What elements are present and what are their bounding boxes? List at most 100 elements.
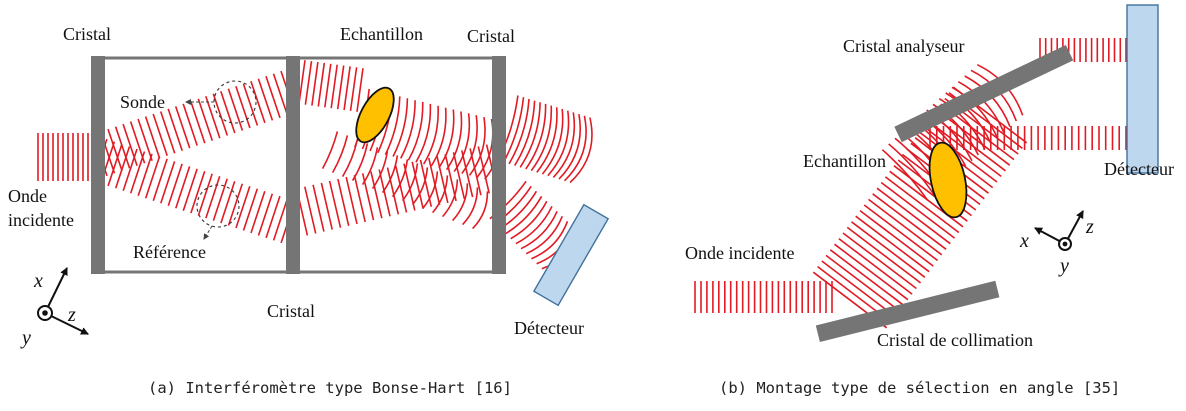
wavefront-line: [174, 106, 191, 149]
axis-y-dot-a: [42, 310, 48, 316]
wavefront-line: [541, 108, 564, 175]
wavefront-line: [884, 176, 960, 234]
probe-circle: [213, 80, 257, 124]
wavefront-line: [431, 175, 449, 214]
wavefront-line: [212, 93, 229, 136]
label-onde: Onde: [8, 186, 47, 206]
axis-y-label-a: y: [20, 327, 31, 349]
wavefront-line: [182, 103, 198, 146]
wavefront-line: [343, 66, 351, 111]
wavefront-line: [122, 123, 138, 167]
wavefront-line: [468, 116, 486, 176]
beam-cell2-bottom: [295, 144, 499, 236]
wavefront-line: [834, 243, 909, 301]
crystal-slab-3: [492, 56, 506, 274]
wavefront-line: [220, 91, 236, 134]
wavefront-line: [452, 152, 466, 200]
wavefront-line: [520, 210, 558, 250]
wavefront-line: [505, 195, 543, 235]
axis-y-label-b: y: [1058, 255, 1069, 277]
wavefront-line: [107, 128, 123, 172]
wavefront-line: [384, 96, 401, 156]
wavefront-line: [349, 67, 358, 112]
wavefront-line: [137, 153, 153, 197]
wavefront-line: [851, 221, 926, 278]
wavefront-line: [531, 221, 569, 260]
wavefront-line: [337, 178, 350, 226]
wavefront-line: [122, 148, 138, 192]
wavefront-line: [175, 166, 191, 209]
wavefront-line: [403, 163, 416, 211]
wavefront-line: [212, 178, 228, 221]
wavefront-line: [938, 98, 986, 150]
wavefront-line: [399, 100, 416, 159]
wavefront-line: [838, 237, 913, 295]
wavefront-line: [438, 109, 455, 169]
wavefront-line: [411, 161, 424, 209]
reference-circle: [196, 184, 240, 228]
wavefront-line: [167, 163, 183, 206]
wavefront-line: [421, 171, 439, 210]
wavefront-line: [444, 154, 457, 202]
label-cristal-analyseur: Cristal analyseur: [843, 36, 964, 56]
wavefront-line: [415, 103, 432, 163]
wavefront-line: [461, 150, 474, 198]
wavefront-line: [242, 83, 259, 126]
axis-x-label-a: x: [33, 270, 43, 292]
wavefront-line: [558, 113, 582, 180]
wavefront-line: [257, 78, 274, 121]
wavefront-line: [227, 88, 244, 131]
wavefront-line: [137, 118, 153, 161]
wavefront-line: [445, 111, 463, 171]
wavefront-line: [510, 200, 548, 240]
wavefront-line: [250, 80, 266, 124]
wavefront-line: [265, 195, 281, 239]
wavefront-line: [197, 173, 213, 216]
wavefront-line: [235, 86, 251, 129]
wavefront-line: [304, 60, 313, 105]
wavefront-line: [401, 163, 419, 202]
wavefront-line: [868, 198, 943, 256]
wavefront-line: [160, 161, 176, 204]
wavefront-line: [846, 226, 922, 284]
wavefront-line: [361, 147, 379, 186]
axes-a: x z y: [20, 267, 89, 349]
wavefront-line: [825, 254, 900, 312]
label-echantillon-a: Echantillon: [340, 24, 423, 44]
wavefront-line: [829, 249, 905, 306]
wavefront-line: [461, 115, 478, 174]
wavefront-line: [312, 184, 325, 232]
wavefront-line: [859, 209, 934, 267]
axis-z-label-b: z: [1085, 216, 1094, 238]
wavefront-line: [257, 193, 274, 236]
analyzer-crystal: [894, 44, 1074, 143]
axis-x-label-b: x: [1019, 230, 1029, 252]
wavefront-line: [341, 139, 359, 178]
beam-cell2-mid: [321, 131, 489, 230]
axis-z-label-a: z: [67, 304, 76, 326]
wavefront-line: [519, 102, 541, 168]
crystal-slab-2: [286, 56, 300, 274]
wavefront-line: [411, 167, 429, 206]
wavefront-line: [530, 105, 553, 172]
wavefront-line: [317, 62, 326, 107]
wavefront-line: [392, 98, 409, 157]
sample-ellipse-b: [928, 141, 968, 219]
wavefront-line: [328, 180, 342, 228]
caption-a: (a) Interféromètre type Bonse-Hart [16]: [148, 379, 512, 397]
axes-b: x z y: [1019, 210, 1094, 277]
wavefront-line: [242, 188, 259, 231]
wavefront-line: [320, 182, 333, 230]
wavefront-line: [536, 107, 558, 173]
wavefront-line: [311, 61, 319, 106]
wavefront-line: [356, 68, 364, 112]
axis-y-dot-b: [1062, 241, 1068, 247]
wavefront-line: [152, 158, 168, 201]
wavefront-line: [821, 260, 896, 318]
wavefront-line: [951, 86, 999, 139]
label-incidente: incidente: [8, 210, 74, 230]
wavefront-line: [391, 159, 409, 198]
wavefront-line: [514, 100, 536, 167]
wavefront-line: [563, 115, 587, 182]
panel-b-wavefronts: [694, 38, 1127, 329]
